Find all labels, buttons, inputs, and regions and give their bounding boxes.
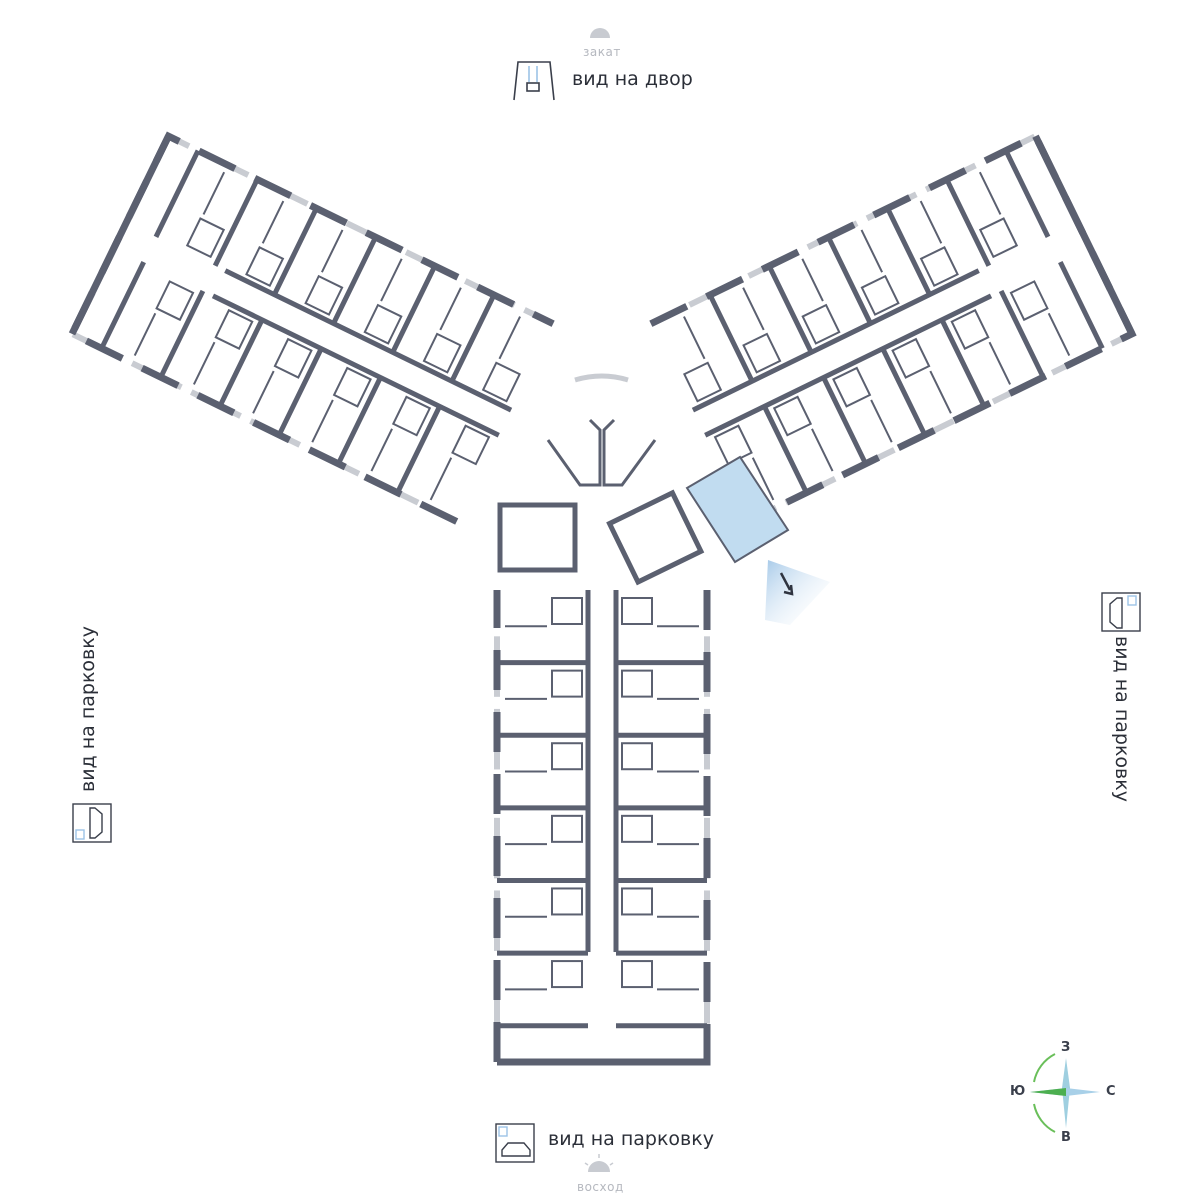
outer-wall bbox=[649, 131, 1137, 525]
parking-icon bbox=[1101, 592, 1141, 632]
partition-wall bbox=[158, 289, 206, 379]
partition-wall bbox=[707, 293, 755, 383]
south-wing bbox=[493, 590, 711, 1066]
partition-wall bbox=[449, 293, 497, 383]
compass-south: Ю bbox=[1010, 1084, 1026, 1099]
sun-icon bbox=[588, 1161, 610, 1172]
view-label-left: вид на парковку bbox=[77, 626, 99, 792]
northeast-wing bbox=[649, 131, 1137, 525]
view-label-top: вид на двор bbox=[572, 68, 693, 90]
partition-wall bbox=[885, 207, 932, 296]
partition-wall bbox=[880, 347, 928, 437]
partition-wall bbox=[939, 318, 987, 408]
northwest-wing bbox=[67, 131, 555, 525]
partition-wall bbox=[276, 347, 324, 437]
building-wings bbox=[67, 131, 1137, 1066]
parking-icon bbox=[495, 1123, 535, 1163]
view-label-bottom: вид на парковку bbox=[548, 1128, 714, 1150]
partition-wall bbox=[762, 405, 809, 494]
sun-rays bbox=[584, 1154, 614, 1166]
partition-wall bbox=[766, 264, 814, 354]
partition-wall bbox=[331, 236, 378, 325]
view-label-right: вид на парковку bbox=[1111, 636, 1133, 802]
compass-rose bbox=[1030, 1053, 1100, 1133]
swing-icon bbox=[513, 61, 555, 101]
partition-wall bbox=[821, 376, 868, 465]
outer-wall bbox=[67, 131, 555, 525]
view-direction-arrow-icon bbox=[779, 572, 794, 596]
view-cone bbox=[765, 560, 830, 625]
partition-wall bbox=[217, 318, 265, 408]
compass-west: З bbox=[1061, 1040, 1071, 1055]
partition-wall bbox=[272, 207, 319, 296]
partition-wall bbox=[99, 260, 146, 350]
partition-wall bbox=[212, 178, 260, 267]
partition-wall bbox=[1058, 260, 1105, 350]
sun-icon bbox=[590, 28, 610, 38]
highlighted-apartment[interactable] bbox=[685, 455, 790, 564]
partition-wall bbox=[998, 289, 1046, 379]
partition-wall bbox=[153, 149, 201, 238]
partition-wall bbox=[944, 178, 992, 267]
sunrise-label: восход bbox=[577, 1180, 624, 1194]
compass-east: В bbox=[1061, 1130, 1071, 1145]
partition-wall bbox=[826, 236, 873, 325]
parking-icon bbox=[72, 803, 112, 843]
sunset-label: закат bbox=[583, 45, 621, 59]
compass-north: С bbox=[1106, 1084, 1116, 1099]
partition-wall bbox=[336, 376, 383, 465]
central-hub bbox=[497, 373, 705, 586]
partition-wall bbox=[395, 405, 442, 494]
partition-wall bbox=[1003, 149, 1051, 238]
partition-wall bbox=[390, 264, 438, 354]
